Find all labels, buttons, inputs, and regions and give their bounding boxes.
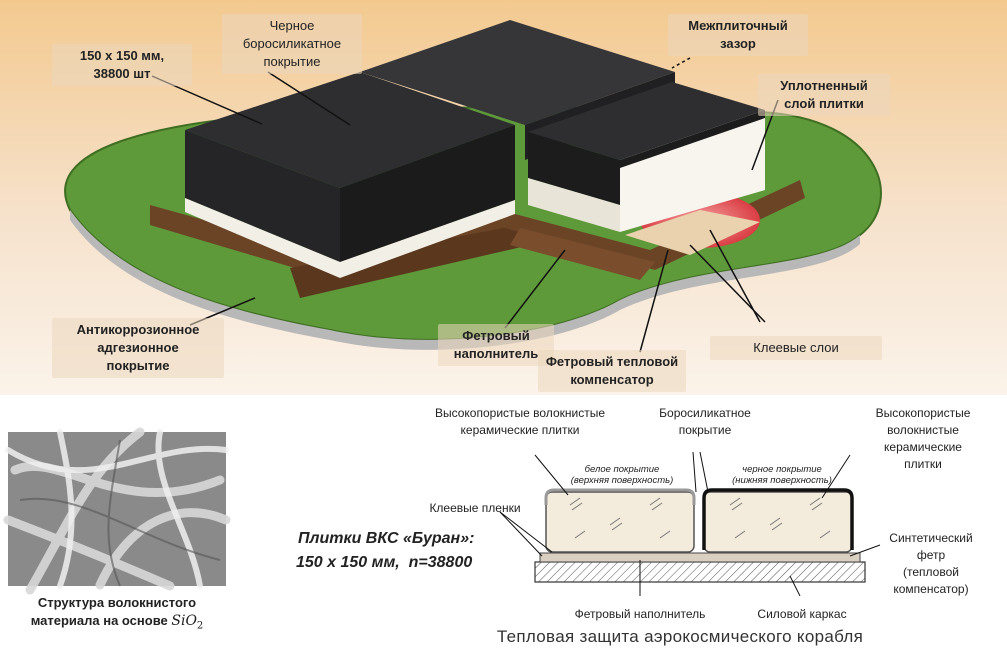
tile-left-white-layer xyxy=(185,198,515,278)
label-power-frame: Силовой каркас xyxy=(757,607,847,621)
cross-section xyxy=(499,451,881,597)
label-synthetic-felt: Синтетический фетр (тепловой компенсатор… xyxy=(889,531,973,596)
tile-left-side xyxy=(185,130,340,262)
label-felt-filler-bottom: Фетровый наполнитель xyxy=(574,607,706,621)
label-felt-filler-top: Фетровый наполнитель xyxy=(438,324,554,366)
tile-back-top xyxy=(360,20,675,125)
label-borosilicate-coating: Боросиликатное покрытие xyxy=(659,406,751,437)
felt-compensator-pad xyxy=(625,210,760,255)
label-intertile-gap: Межплиточный зазор xyxy=(668,14,808,56)
label-anticorrosion-coating: Антикоррозионное адгезионное покрытие xyxy=(52,318,224,378)
black-coating-right xyxy=(702,488,854,550)
label-black-coating: Черное боросиликатное покрытие xyxy=(222,14,362,74)
photo-caption: Структура волокнистого материала на осно… xyxy=(10,594,224,636)
label-white-coating-top-surface: белое покрытие (верхняя поверхность) xyxy=(570,464,674,486)
tile-right-white-base xyxy=(528,178,620,232)
label-adhesive-films: Клеевые пленки xyxy=(429,501,521,515)
photo-caption-text: Структура волокнистого материала на осно… xyxy=(30,595,197,628)
buran-tiles-line1: Плитки ВКС «Буран»: xyxy=(298,530,475,547)
tile-right-black-coating-edge xyxy=(620,110,765,168)
tile-right-top xyxy=(528,82,765,160)
label-glue-layers: Клеевые слои xyxy=(710,336,882,360)
tile-right-side-black xyxy=(528,132,620,205)
label-dense-layer: Уплотненный слой плитки xyxy=(758,74,890,116)
sem-photo xyxy=(3,427,231,595)
tile-left-front xyxy=(340,125,515,262)
label-porous-tiles-left: Высокопористые волокнистые керамические … xyxy=(434,406,605,437)
tile-right-front-white xyxy=(620,110,765,232)
tile-right-section xyxy=(703,491,853,553)
label-size-count: 150 x 150 мм, 38800 шт xyxy=(52,44,192,86)
felt-filler-strip xyxy=(510,228,655,280)
base-plate-edge xyxy=(70,210,860,350)
tile-left-section xyxy=(545,491,695,553)
power-frame xyxy=(534,561,866,583)
label-felt-compensator: Фетровый тепловой компенсатор xyxy=(538,350,686,392)
tile-left-top xyxy=(185,72,515,188)
photo-caption-subscript: 2 xyxy=(196,620,204,632)
caption-thermal-protection: Тепловая защита аэрокосмического корабля xyxy=(496,627,864,646)
photo-caption-formula: SiO xyxy=(171,613,197,629)
label-porous-tiles-right: Высокопористые волокнистые керамические … xyxy=(875,406,971,471)
felt-pad-left-front xyxy=(290,225,530,298)
buran-tiles-line2: 150 x 150 мм, n=38800 xyxy=(296,554,473,571)
felt-layer xyxy=(539,552,861,563)
label-black-coating-bottom-surface: черное покрытие (нижняя поверхность) xyxy=(732,464,832,486)
white-coating-left xyxy=(544,488,696,505)
